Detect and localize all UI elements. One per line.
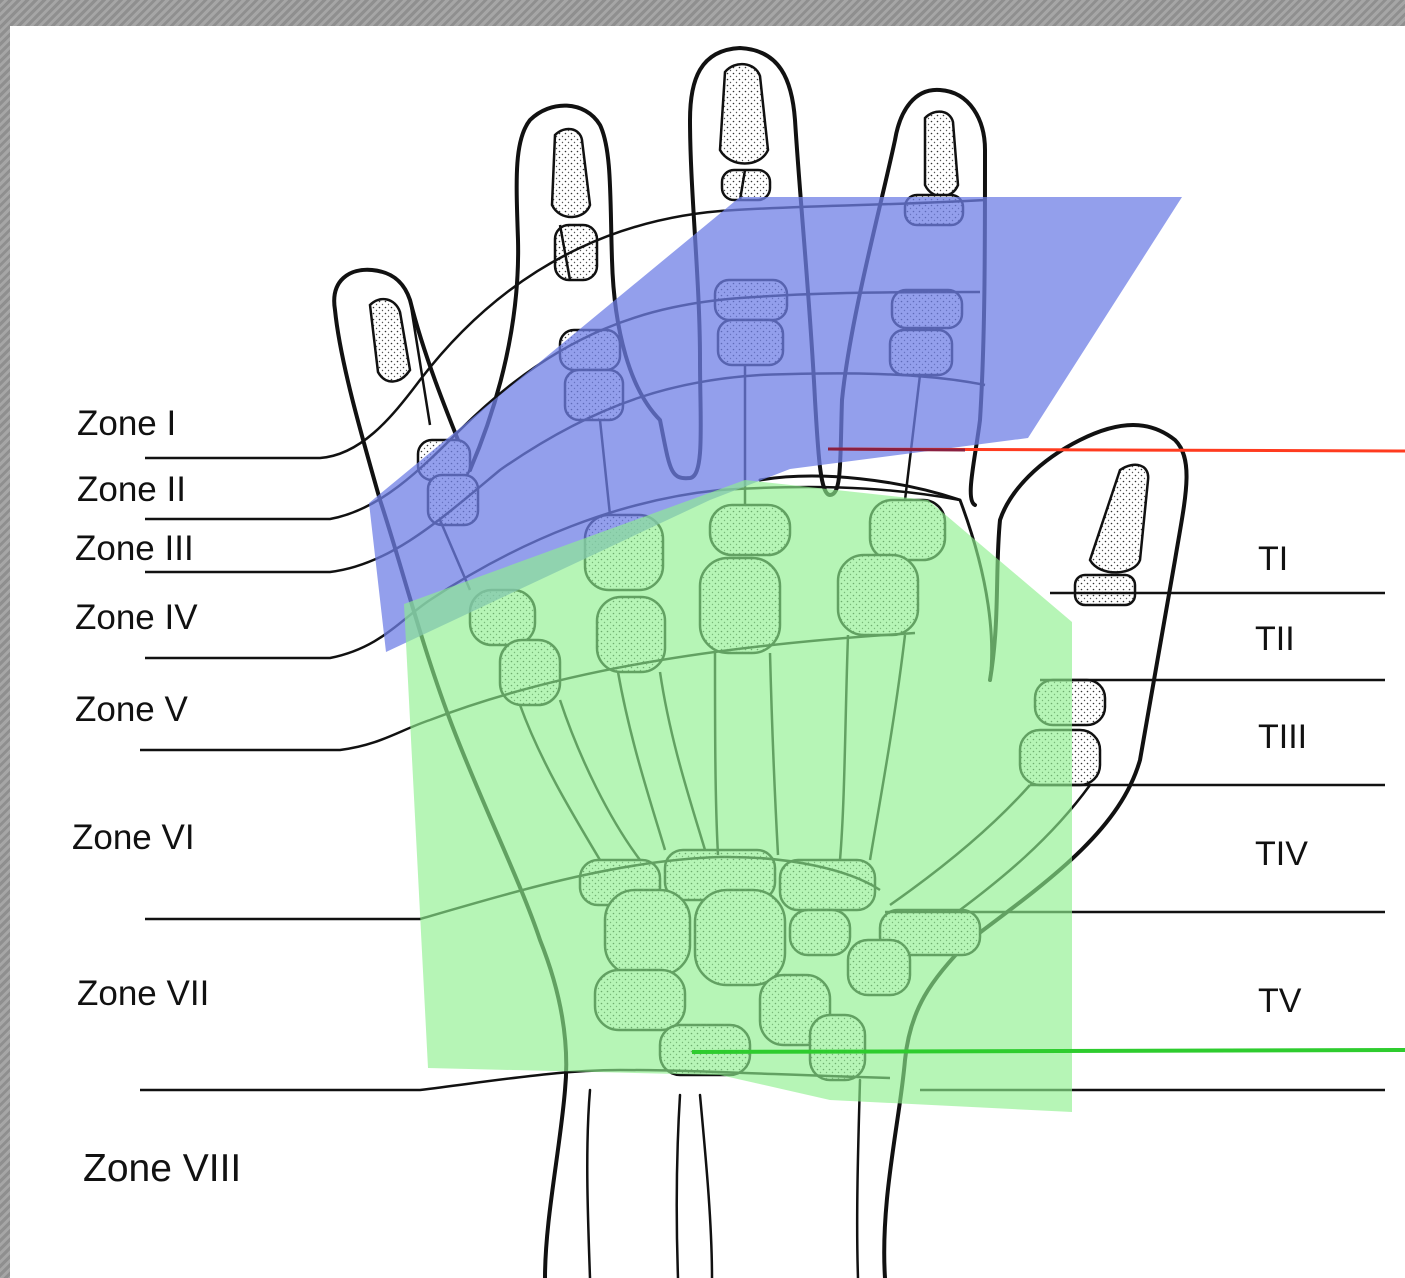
green-zone-overlay (404, 480, 1072, 1112)
index-distal-phalanx (925, 112, 958, 197)
zone-label-5: Zone V (75, 690, 188, 730)
zone-label-2: Zone II (77, 470, 186, 510)
zone-label-6: Zone VI (72, 818, 195, 858)
radius-outline (700, 1080, 860, 1278)
little-distal-phalanx (370, 299, 410, 381)
zone-label-1: Zone I (77, 404, 176, 444)
middle-distal-phalanx (720, 64, 768, 163)
thumb-zone-label-3: TIII (1258, 718, 1307, 757)
zone-label-4: Zone IV (75, 598, 198, 638)
middle-middle-phalanx (722, 170, 770, 200)
thumb-zone-label-1: TI (1258, 540, 1288, 579)
ring-distal-phalanx (552, 129, 590, 217)
thumb-distal-phalanx (1090, 465, 1148, 573)
red-marker-line-dark (828, 449, 965, 450)
thumb-zone-label-4: TIV (1255, 835, 1308, 874)
zone-label-7: Zone VII (77, 974, 209, 1014)
thumb-zone-label-2: TII (1255, 620, 1295, 659)
thumb-proximal-phalanx (1075, 575, 1135, 605)
thumb-zone-label-5: TV (1258, 982, 1301, 1021)
zone-label-3: Zone III (75, 529, 194, 569)
green-marker-line (692, 1050, 1405, 1052)
zone-label-8: Zone VIII (83, 1147, 241, 1191)
ulna-outline (587, 1090, 680, 1278)
